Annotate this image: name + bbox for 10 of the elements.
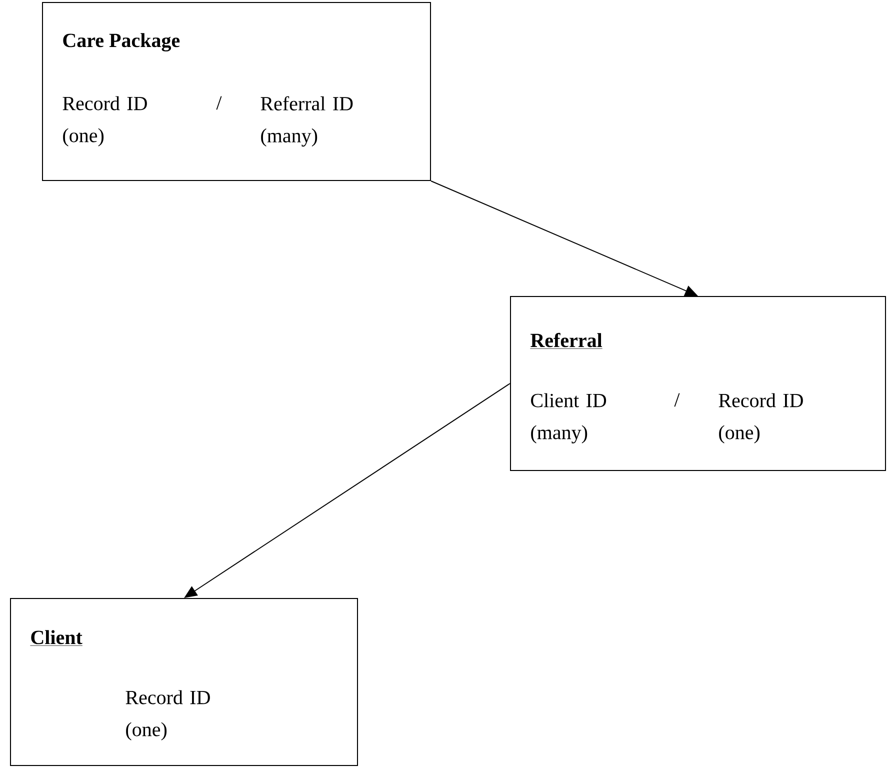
field-label: Record ID (one) <box>126 690 210 740</box>
heading: Client <box>30 630 83 646</box>
heading: Care Package <box>63 33 180 52</box>
field-label: Record ID (one) <box>718 393 803 444</box>
field-label: Client ID (many) <box>531 393 606 444</box>
field-label: Record ID (one) <box>62 96 147 146</box>
heading: Referral <box>530 332 603 349</box>
field-label: / <box>674 393 680 407</box>
field-label: Referral ID (many) <box>260 96 353 147</box>
field-label: / <box>216 96 222 110</box>
